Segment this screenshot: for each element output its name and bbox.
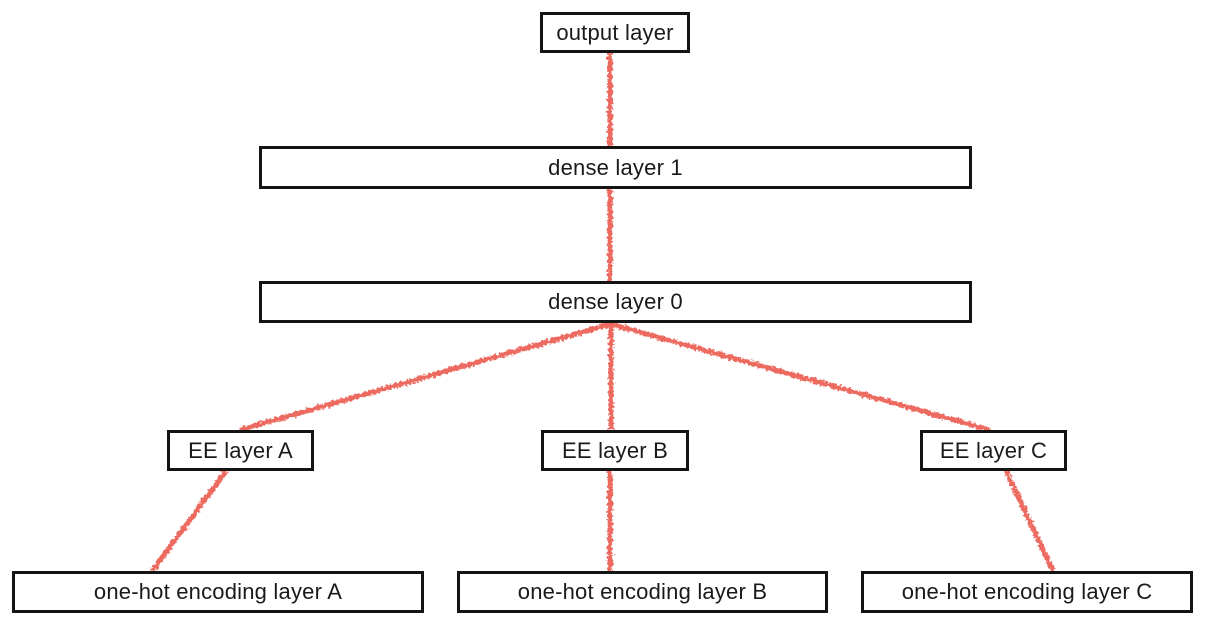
node-label: EE layer C xyxy=(939,437,1048,463)
node-output-layer: output layer xyxy=(540,12,690,53)
node-dense-layer-0: dense layer 0 xyxy=(259,281,972,323)
node-ee-layer-b: EE layer B xyxy=(541,430,689,471)
node-label: dense layer 0 xyxy=(548,289,683,314)
edge-ee-layer-a-to-one-hot-layer-a xyxy=(149,469,229,573)
node-label: EE layer B xyxy=(562,437,668,463)
node-one-hot-encoding-layer-b: one-hot encoding layer B xyxy=(457,571,828,613)
node-label: dense layer 1 xyxy=(548,154,683,180)
node-label: one-hot encoding layer C xyxy=(901,579,1153,604)
node-label: EE layer A xyxy=(188,437,293,463)
edge-ee-layer-c-to-one-hot-layer-c xyxy=(1003,469,1056,573)
node-ee-layer-c: EE layer C xyxy=(920,430,1067,471)
node-one-hot-encoding-layer-a: one-hot encoding layer A xyxy=(12,571,424,613)
edge-dense-layer-0-to-ee-layer-a xyxy=(239,321,612,433)
node-dense-layer-1: dense layer 1 xyxy=(259,146,972,189)
node-one-hot-encoding-layer-c: one-hot encoding layer C xyxy=(861,571,1193,613)
edge-dense-layer-0-to-ee-layer-c xyxy=(610,321,991,433)
node-ee-layer-a: EE layer A xyxy=(167,430,314,471)
node-label: output layer xyxy=(556,19,674,45)
node-label: one-hot encoding layer B xyxy=(517,579,768,604)
node-label: one-hot encoding layer A xyxy=(93,579,343,604)
